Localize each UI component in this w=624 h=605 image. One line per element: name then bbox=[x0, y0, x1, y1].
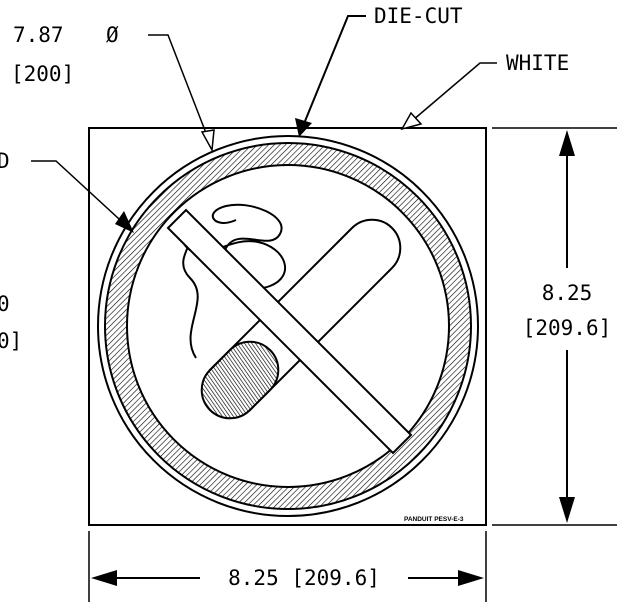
height-metric: [209.6] bbox=[523, 316, 612, 340]
red-arrowhead bbox=[115, 211, 134, 233]
diameter-leader bbox=[148, 34, 212, 147]
diameter-arrowhead bbox=[200, 129, 215, 153]
height-value: 8.25 bbox=[542, 281, 593, 305]
height-arrow-down bbox=[559, 497, 575, 523]
white-label: WHITE bbox=[506, 51, 569, 75]
diameter-metric: [200] bbox=[11, 62, 74, 86]
width-value: 8.25 [209.6] bbox=[228, 566, 380, 590]
red-leader bbox=[31, 160, 132, 231]
cigarette-tip bbox=[200, 340, 280, 420]
die-cut-leader bbox=[300, 15, 366, 132]
cigarette-icon bbox=[180, 203, 402, 420]
inner-diameter-value-partial: 0 bbox=[0, 292, 10, 316]
inner-diameter-metric-partial: 0] bbox=[0, 329, 22, 353]
width-arrow-right bbox=[458, 570, 484, 586]
diameter-symbol: Ø bbox=[106, 23, 119, 47]
die-cut-label: DIE-CUT bbox=[374, 4, 463, 28]
smoke-line bbox=[180, 203, 287, 359]
white-arrowhead bbox=[400, 111, 423, 131]
width-arrow-left bbox=[91, 570, 117, 586]
diameter-value: 7.87 bbox=[13, 23, 64, 47]
red-label-partial: D bbox=[0, 149, 10, 173]
part-number: PANDUIT PESV-E-3 bbox=[404, 516, 464, 523]
prohibition-slash bbox=[166, 208, 413, 455]
height-arrow-up bbox=[559, 130, 575, 156]
die-cut-arrowhead bbox=[295, 118, 312, 137]
white-leader bbox=[405, 62, 497, 127]
label-outline bbox=[88, 127, 487, 526]
